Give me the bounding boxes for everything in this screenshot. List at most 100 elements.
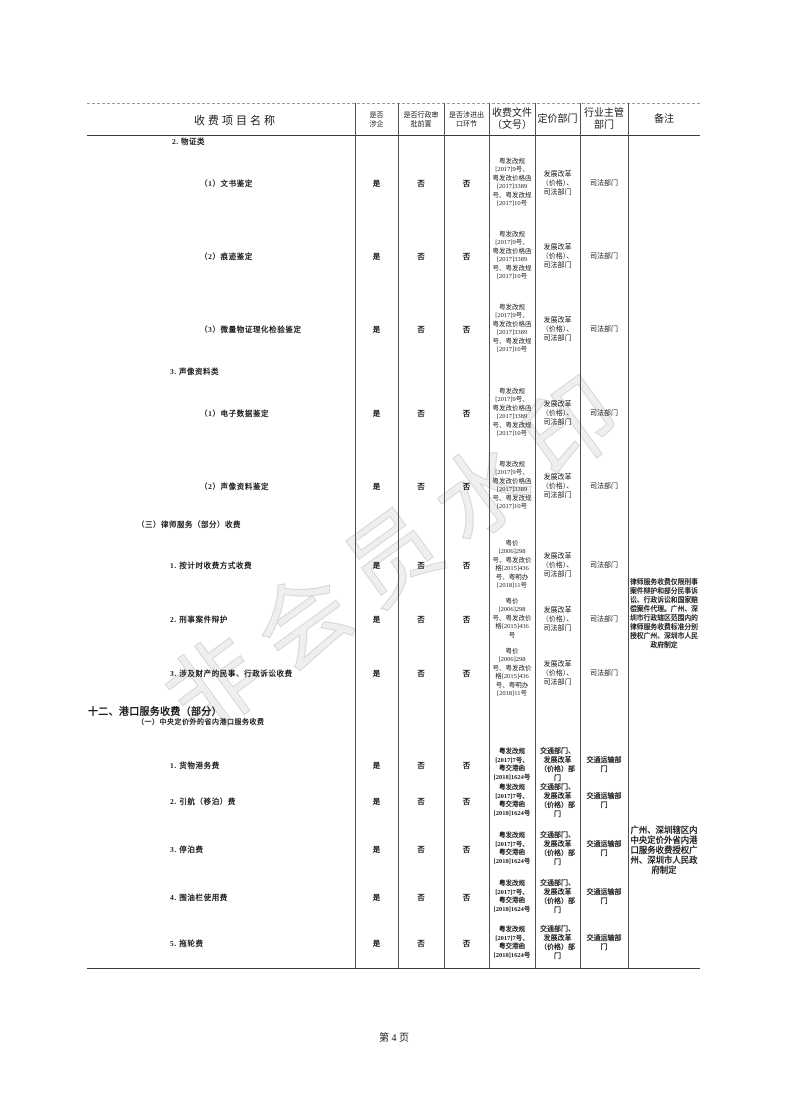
fee-document: 粤发改规[2017]9号、粤发改价格函[2017]3389号、粤发改规[2017…	[492, 303, 532, 354]
fee-document: 粤发改规[2017]7号、粤交港函[2018]1624号	[493, 832, 531, 865]
industry-department: 司法部门	[590, 560, 618, 569]
header-admin-approval: 是否行政审批前置	[403, 110, 439, 128]
admin-approval-value: 否	[417, 178, 425, 188]
section-label: （三）律师服务（部分）收费	[137, 520, 241, 529]
fee-document: 粤价[2006]298号、粤发改价格[2015]436号	[492, 597, 532, 639]
industry-department: 交通运输部门	[586, 840, 622, 857]
pricing-department: 交通部门、发展改革（价格）部门	[540, 925, 575, 960]
port-service-remark: 广州、深圳辖区内中央定价外省内港口服务收费授权广州、深圳市人民政府制定	[630, 826, 698, 875]
fee-item-name: 1. 货物港务费	[170, 760, 220, 770]
fee-document: 粤价[2006]298号、粤发改价格[2015]436号、粤明办[2018]11…	[492, 539, 532, 590]
table-row: （2）痕迹鉴定 是 否 否 粤发改规[2017]9号、粤发改价格函[2017]3…	[87, 226, 700, 286]
import-export-value: 否	[462, 178, 471, 188]
import-export-value: 否	[462, 844, 471, 854]
fee-document: 粤发改规[2017]9号、粤发改价格函[2017]3389号、粤发改规[2017…	[492, 157, 532, 208]
category-label: 2. 物证类	[172, 137, 205, 146]
pricing-department: 交通部门、发展改革（价格）部门	[540, 747, 575, 782]
table-row: 3. 涉及财产的民事、行政诉讼收费 是 否 否 粤价[2006]298号、粤发改…	[87, 643, 700, 703]
table-row: （3）微量物证理化检验鉴定 是 否 否 粤发改规[2017]9号、粤发改价格函[…	[87, 299, 700, 359]
pricing-department: 交通部门、发展改革（价格）部门	[540, 783, 575, 818]
table-top-rule	[87, 103, 700, 104]
lawyer-service-remark: 律师服务收费仅限刑事案件辩护和部分民事诉讼、行政诉讼和国家赔偿案件代理。广州、深…	[630, 579, 698, 649]
industry-department: 交通运输部门	[586, 756, 622, 773]
column-divider	[489, 103, 490, 968]
pricing-department: 发展改革（价格）、司法部门	[541, 169, 574, 196]
import-export-value: 否	[462, 668, 471, 678]
industry-department: 交通运输部门	[586, 792, 622, 809]
industry-department: 司法部门	[590, 668, 618, 677]
column-divider	[398, 103, 399, 968]
fee-item-name: （1）文书鉴定	[200, 178, 253, 188]
column-divider	[580, 103, 581, 968]
pricing-department: 发展改革（价格）、司法部门	[541, 399, 574, 426]
table-header: 收费项目名称 是否涉企 是否行政审批前置 是否涉进出口环节 收费文件（文号） 定…	[87, 104, 700, 135]
involves-enterprise-value: 是	[372, 324, 381, 334]
table-row: 2. 刑事案件辩护 是 否 否 粤价[2006]298号、粤发改价格[2015]…	[87, 589, 700, 649]
fee-item-name: 2. 引航（移泊）费	[170, 796, 236, 806]
industry-department: 司法部门	[590, 178, 618, 187]
involves-enterprise-value: 是	[372, 668, 381, 678]
column-divider	[628, 103, 629, 968]
involves-enterprise-value: 是	[372, 408, 381, 418]
fee-item-name: （2）痕迹鉴定	[200, 251, 253, 261]
admin-approval-value: 否	[417, 938, 425, 948]
pricing-department: 发展改革（价格）、司法部门	[541, 659, 574, 686]
admin-approval-value: 否	[417, 614, 425, 624]
import-export-value: 否	[462, 481, 471, 491]
admin-approval-value: 否	[417, 481, 425, 491]
fee-item-name: 5. 拖轮费	[170, 938, 204, 948]
fee-item-name: （2）声像资料鉴定	[200, 481, 270, 491]
table-row: 3. 停泊费 是 否 否 粤发改规[2017]7号、粤交港函[2018]1624…	[87, 824, 700, 874]
import-export-value: 否	[462, 560, 471, 570]
pricing-department: 交通部门、发展改革（价格）部门	[540, 879, 575, 914]
admin-approval-value: 否	[417, 760, 425, 770]
admin-approval-value: 否	[417, 844, 425, 854]
industry-department: 司法部门	[590, 408, 618, 417]
involves-enterprise-value: 是	[372, 938, 381, 948]
header-industry-department: 行业主管部门	[584, 107, 624, 131]
table-row: （1）电子数据鉴定 是 否 否 粤发改规[2017]9号、粤发改价格函[2017…	[87, 383, 700, 443]
involves-enterprise-value: 是	[372, 796, 381, 806]
fee-document: 粤发改规[2017]9号、粤发改价格函[2017]3389号、粤发改规[2017…	[492, 230, 532, 281]
involves-enterprise-value: 是	[372, 251, 381, 261]
pricing-department: 交通部门、发展改革（价格）部门	[540, 831, 575, 866]
fee-document: 粤发改规[2017]9号、粤发改价格函[2017]3389号、粤发改规[2017…	[492, 460, 532, 511]
import-export-value: 否	[462, 408, 471, 418]
table-row: 4. 围油栏使用费 是 否 否 粤发改规[2017]7号、粤交港函[2018]1…	[87, 872, 700, 922]
import-export-value: 否	[462, 251, 471, 261]
fee-item-name: 3. 停泊费	[170, 844, 204, 854]
page-number: 第 4 页	[379, 1033, 409, 1044]
fee-document: 粤发改规[2017]7号、粤交港函[2018]1624号	[493, 880, 531, 913]
category-label: 3. 声像资料类	[170, 367, 219, 376]
column-divider	[444, 103, 445, 968]
table-row: （2）声像资料鉴定 是 否 否 粤发改规[2017]9号、粤发改价格函[2017…	[87, 456, 700, 516]
involves-enterprise-value: 是	[372, 892, 381, 902]
fee-document: 粤发改规[2017]9号、粤发改价格函[2017]3389号、粤发改规[2017…	[492, 387, 532, 438]
fee-document: 粤价[2006]298号、粤发改价格[2015]436号、粤明办[2018]11…	[492, 647, 532, 698]
pricing-department: 发展改革（价格）、司法部门	[541, 551, 574, 578]
fee-item-name: （1）电子数据鉴定	[200, 408, 270, 418]
admin-approval-value: 否	[417, 892, 425, 902]
table-row: 1. 货物港务费 是 否 否 粤发改规[2017]7号、粤交港函[2018]16…	[87, 740, 700, 790]
fee-item-name: 4. 围油栏使用费	[170, 892, 228, 902]
header-fee-document: 收费文件（文号）	[492, 107, 532, 131]
fee-item-name: （3）微量物证理化检验鉴定	[200, 324, 302, 334]
table-row: 5. 拖轮费 是 否 否 粤发改规[2017]7号、粤交港函[2018]1624…	[87, 918, 700, 968]
admin-approval-value: 否	[417, 408, 425, 418]
header-bottom-rule	[87, 135, 700, 136]
import-export-value: 否	[462, 324, 471, 334]
fee-item-name: 1. 按计时收费方式收费	[170, 560, 253, 570]
header-fee-item-name: 收费项目名称	[194, 114, 278, 127]
header-remarks: 备注	[654, 113, 674, 125]
fee-item-name: 2. 刑事案件辩护	[170, 614, 228, 624]
involves-enterprise-value: 是	[372, 560, 381, 570]
involves-enterprise-value: 是	[372, 614, 381, 624]
header-pricing-department: 定价部门	[537, 113, 578, 125]
admin-approval-value: 否	[417, 560, 425, 570]
pricing-department: 发展改革（价格）、司法部门	[541, 315, 574, 342]
fee-document: 粤发改规[2017]7号、粤交港函[2018]1624号	[493, 748, 531, 781]
table-row: 2. 引航（移泊）费 是 否 否 粤发改规[2017]7号、粤交港函[2018]…	[87, 776, 700, 826]
import-export-value: 否	[462, 938, 471, 948]
involves-enterprise-value: 是	[372, 481, 381, 491]
industry-department: 司法部门	[590, 251, 618, 260]
